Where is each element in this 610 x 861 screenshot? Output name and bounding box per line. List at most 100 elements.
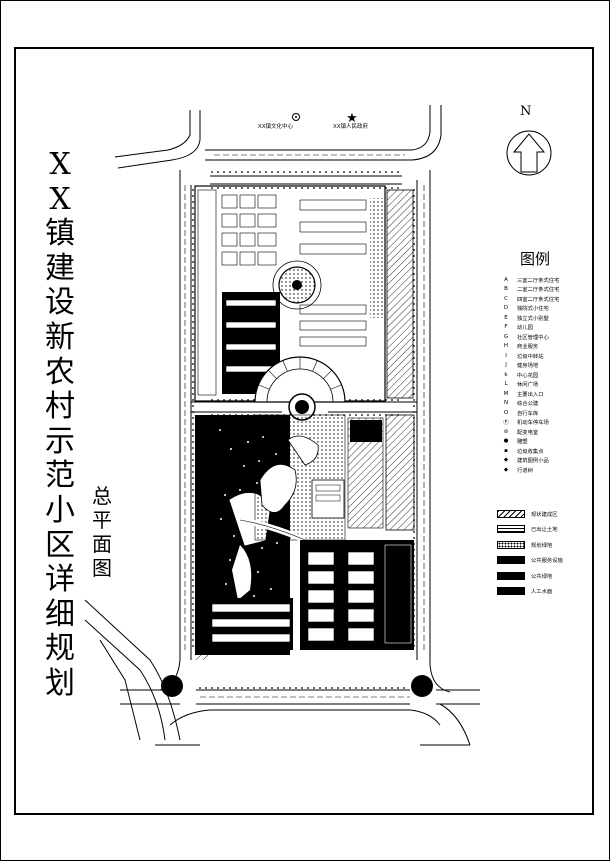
tree — [225, 583, 227, 585]
tree — [192, 501, 194, 503]
legend-text: 幼儿园 — [517, 325, 533, 332]
tree — [230, 448, 232, 450]
legend-key: O — [503, 409, 509, 416]
legend-key: I — [505, 352, 507, 359]
legend-area-item: 人工水面 — [497, 584, 607, 600]
tree — [192, 399, 194, 401]
legend-key: k — [504, 371, 508, 378]
tree — [233, 535, 235, 537]
legend-item: ◆行道树 — [497, 465, 597, 475]
tree — [373, 414, 375, 416]
tree — [379, 187, 381, 189]
tree — [192, 375, 194, 377]
tree — [239, 489, 241, 491]
tree — [192, 417, 194, 419]
roundabout-west — [161, 675, 183, 697]
tree — [361, 414, 363, 416]
tree — [192, 555, 194, 557]
tree — [223, 187, 225, 189]
tree — [413, 279, 415, 281]
tree — [413, 393, 415, 395]
roundabout-east — [411, 675, 433, 697]
legend-text: 建筑图例小品 — [517, 458, 549, 465]
tree — [192, 213, 194, 215]
tree — [192, 459, 194, 461]
tree — [192, 525, 194, 527]
tree — [219, 429, 221, 431]
tree — [313, 687, 315, 689]
tree — [413, 291, 415, 293]
tree — [192, 333, 194, 335]
tree — [192, 579, 194, 581]
legend-area-types: 现状建成区已出让土地规划绿地公共服务设施公共绿地人工水面 — [497, 506, 607, 599]
tree — [192, 543, 194, 545]
legend-text: 四室二厅条式住宅 — [517, 296, 560, 303]
tree — [241, 687, 243, 689]
tree — [379, 687, 381, 689]
tree — [192, 477, 194, 479]
tree — [379, 414, 381, 416]
tree — [319, 687, 321, 689]
tree — [413, 315, 415, 317]
legend-key: H — [503, 343, 509, 350]
title-char: 示 — [45, 423, 75, 459]
legend-text: 独院式小住宅 — [517, 306, 549, 313]
tree — [385, 171, 387, 173]
tree — [373, 171, 375, 173]
culture-center-label: XX镇文化中心 — [258, 124, 294, 130]
building — [239, 232, 256, 247]
tree — [192, 309, 194, 311]
tree — [397, 687, 399, 689]
legend-swatch — [497, 556, 525, 565]
tree — [319, 187, 321, 189]
tree — [361, 187, 363, 189]
tree — [229, 171, 231, 173]
title-char: 划 — [45, 665, 75, 701]
legend-key: ▪ — [504, 447, 508, 454]
tree — [192, 189, 194, 191]
tree — [192, 279, 194, 281]
tree — [413, 339, 415, 341]
building — [221, 232, 238, 247]
legend-title: 图例 — [520, 250, 551, 268]
tree — [301, 687, 303, 689]
tree — [295, 171, 297, 173]
legend-area-text: 人工水面 — [531, 589, 553, 596]
tree — [413, 207, 415, 209]
tree — [235, 187, 237, 189]
tree — [343, 171, 345, 173]
title-char: 建 — [45, 250, 75, 286]
legend-swatch — [497, 571, 525, 580]
culture-center-icon — [292, 113, 300, 121]
building — [299, 243, 367, 255]
legend-text: 综合公建 — [517, 401, 539, 408]
legend-text: 三室二厅条式住宅 — [517, 277, 560, 284]
title-char: 设 — [45, 285, 75, 321]
tree — [413, 405, 415, 407]
tree — [192, 351, 194, 353]
tree — [349, 171, 351, 173]
tree — [413, 333, 415, 335]
tree — [276, 542, 278, 544]
tree — [192, 435, 194, 437]
tree — [192, 411, 194, 413]
tree — [331, 187, 333, 189]
building — [257, 194, 277, 209]
tree — [413, 213, 415, 215]
tree — [373, 187, 375, 189]
tree — [229, 187, 231, 189]
tree — [403, 687, 405, 689]
tree — [259, 171, 261, 173]
legend-text: 健身场地 — [517, 363, 539, 370]
legend-area-text: 公共服务设施 — [531, 558, 563, 565]
legend-key: N — [503, 400, 509, 407]
legend-key: M — [503, 390, 509, 397]
legend-swatch — [497, 509, 525, 518]
title-char: X — [49, 181, 71, 217]
tree — [283, 187, 285, 189]
